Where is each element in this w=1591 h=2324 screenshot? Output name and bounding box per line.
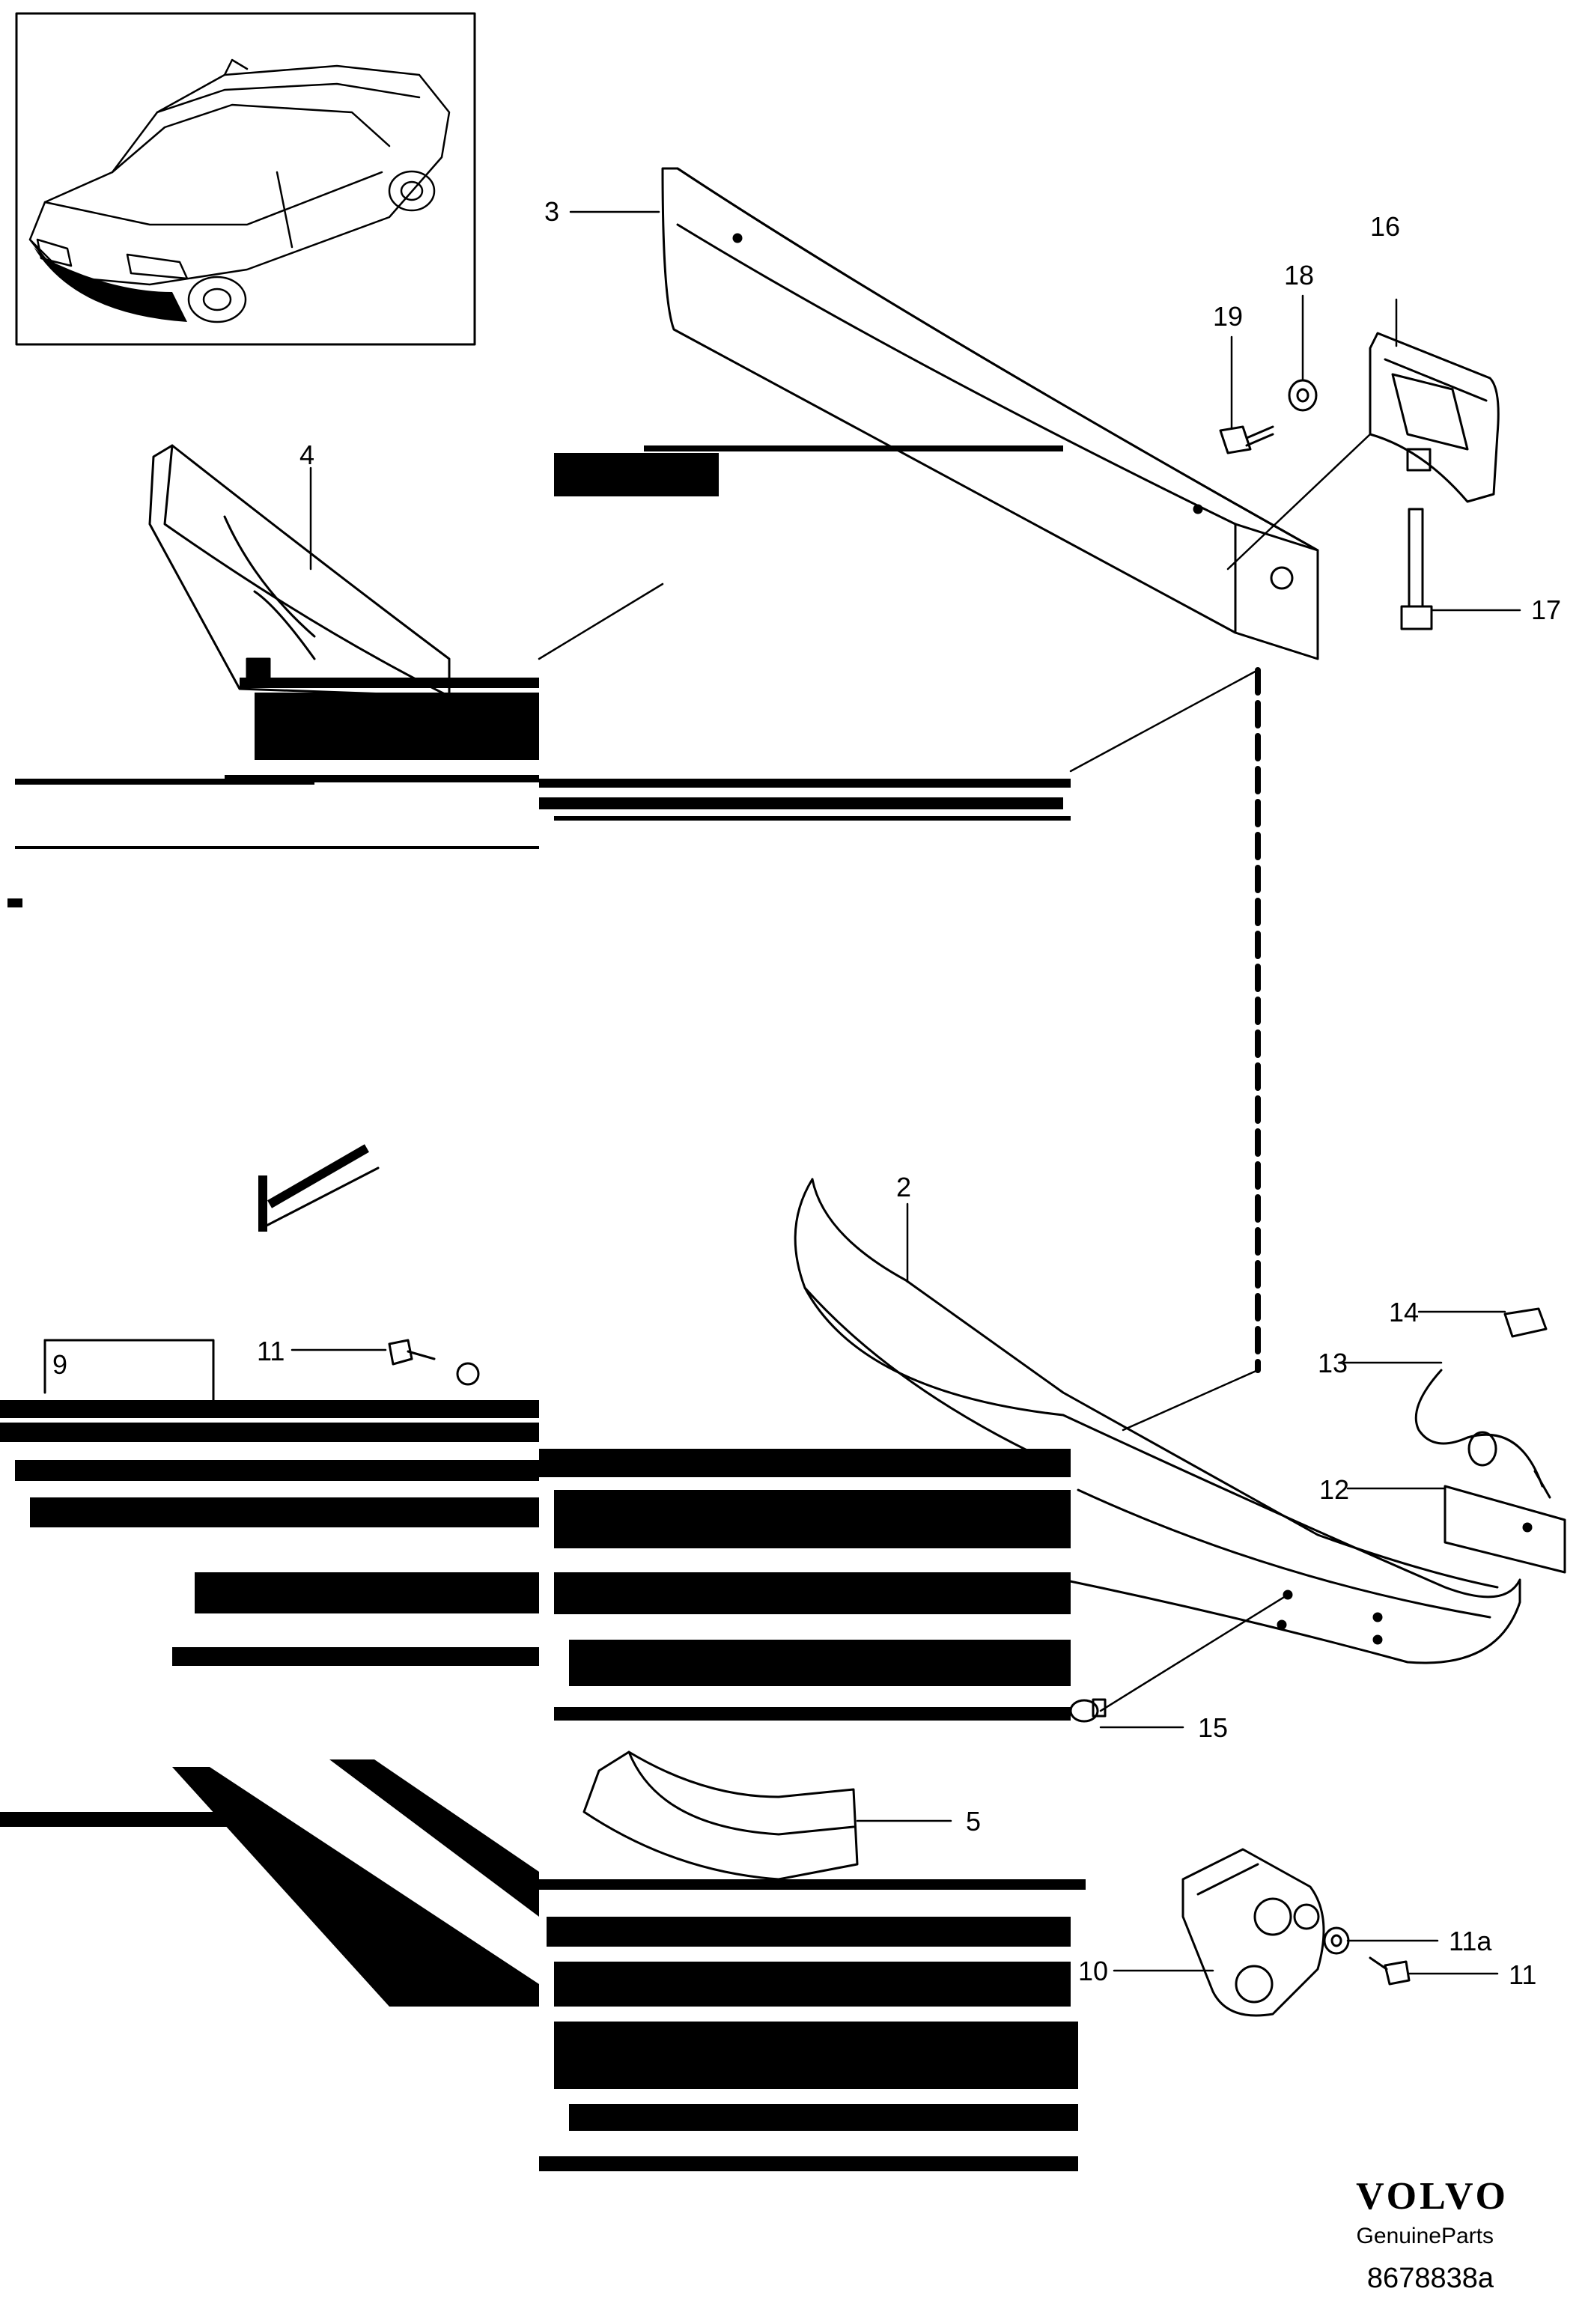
callout-12: 12 (1319, 1474, 1350, 1505)
leader-lines (290, 210, 1521, 1975)
callout-9: 9 (52, 1349, 68, 1380)
callout-11-top: 11 (257, 1336, 285, 1366)
callout-5: 5 (966, 1806, 982, 1837)
callout-10: 10 (1078, 1956, 1109, 1986)
callout-11a: 11a (1449, 1926, 1492, 1956)
part-12-plate (1444, 1485, 1566, 1574)
callout-4: 4 (299, 439, 315, 470)
callout-11-bottom: 11 (1509, 1959, 1537, 1990)
part-18-washer (1288, 379, 1318, 412)
artifact-bands (0, 445, 1086, 2171)
callout-3: 3 (544, 196, 560, 227)
part-16-bracket (1369, 332, 1500, 503)
callout-17: 17 (1531, 594, 1562, 625)
callout-13: 13 (1318, 1348, 1348, 1378)
part-9-box (43, 1339, 215, 1402)
callout-2: 2 (896, 1172, 912, 1202)
part-19-bolt (1219, 425, 1274, 454)
callout-15: 15 (1198, 1712, 1229, 1743)
callout-18: 18 (1284, 260, 1315, 290)
brand-logo-text: VOLVO (1356, 2175, 1509, 2218)
part-14-connector (1503, 1307, 1548, 1338)
part-10-bracket (1181, 1848, 1325, 2017)
callout-14: 14 (1389, 1297, 1420, 1327)
callout-19: 19 (1213, 301, 1244, 332)
part-4-cover (148, 444, 451, 698)
part-11-top-bolt (388, 1339, 480, 1386)
part-11-bottom-bolt (1369, 1956, 1411, 1986)
part-3-beam (661, 167, 1319, 660)
leader-misc-left (261, 1166, 380, 1229)
part-2-bumper (794, 1178, 1521, 1664)
part-13-cable (1414, 1369, 1551, 1499)
part-17-bolt (1400, 508, 1433, 630)
part-5-moulding (582, 1750, 859, 1881)
brand-subtitle: GenuineParts (1356, 2224, 1494, 2248)
diagram-code: 8678838a (1366, 2263, 1494, 2294)
car-overview-inset (15, 12, 476, 346)
part-11a-washer (1323, 1926, 1350, 1955)
car-sketch (28, 58, 451, 323)
callout-16: 16 (1370, 211, 1401, 242)
